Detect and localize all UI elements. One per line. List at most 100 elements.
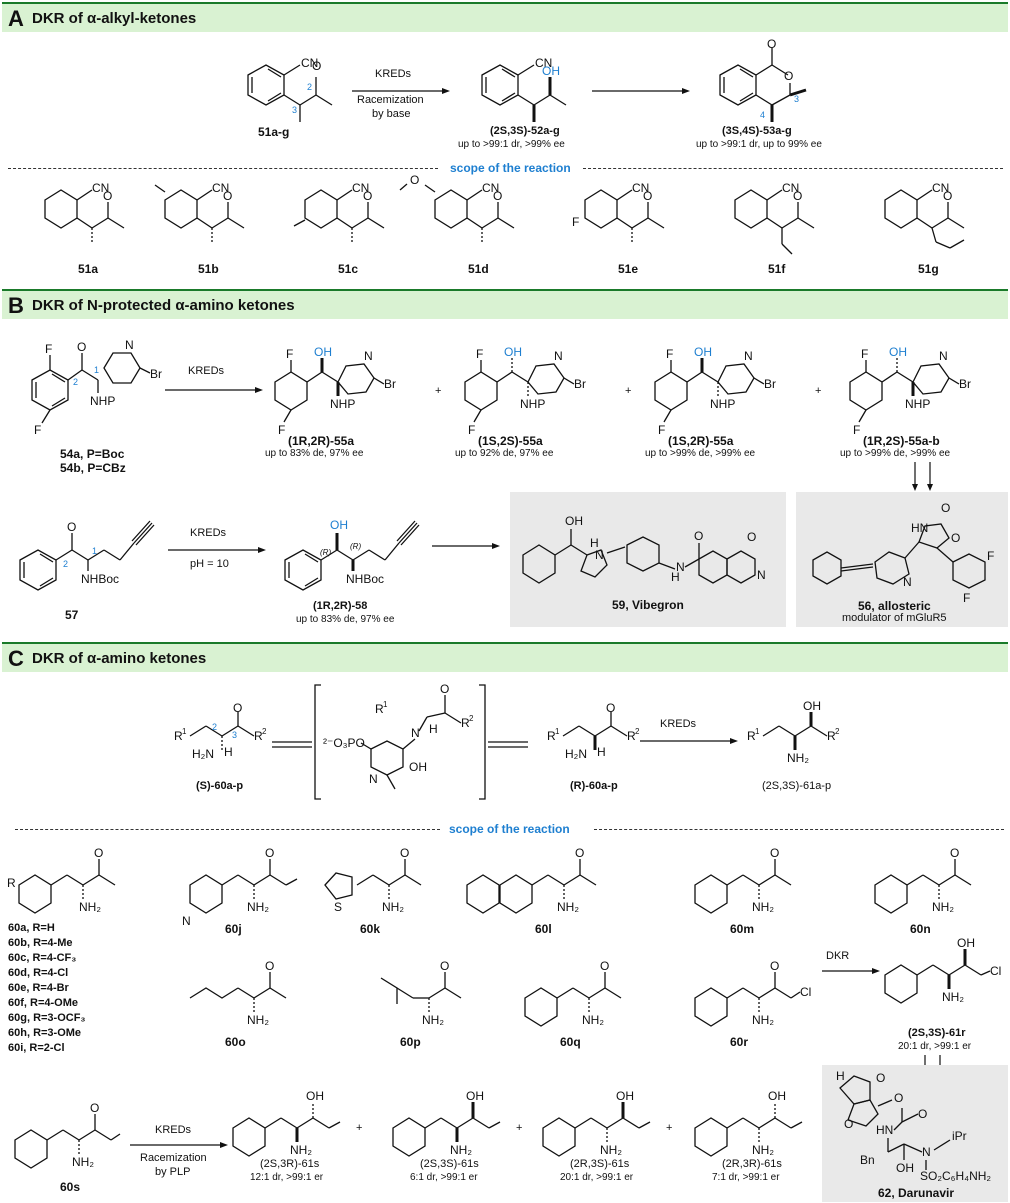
label-61r: (2S,3S)-61r	[908, 1027, 966, 1039]
structure-51c: CNO	[293, 181, 385, 242]
svg-text:O: O	[643, 189, 652, 203]
label-60l: 60l	[535, 922, 552, 936]
svg-text:NHBoc: NHBoc	[346, 572, 384, 586]
svg-text:R: R	[174, 729, 183, 743]
structure-59: OH HN HN O ON	[522, 514, 766, 584]
svg-text:O: O	[94, 846, 103, 860]
svg-text:NH₂: NH₂	[582, 1013, 604, 1027]
svg-text:NH₂: NH₂	[752, 1143, 774, 1157]
svg-text:HN: HN	[911, 521, 928, 535]
svg-text:OH: OH	[466, 1089, 484, 1103]
svg-text:3: 3	[292, 105, 297, 115]
svg-text:OH: OH	[803, 699, 821, 713]
svg-text:N: N	[364, 349, 373, 363]
svg-text:OH: OH	[957, 936, 975, 950]
svg-text:NH₂: NH₂	[752, 900, 774, 914]
label-62: 62, Darunavir	[878, 1186, 955, 1200]
note-53a-g: up to >99:1 dr, up to 99% ee	[696, 139, 822, 150]
reagent-c: KREDs	[660, 718, 697, 730]
svg-text:2: 2	[73, 377, 78, 387]
plus-b-2: +	[815, 385, 822, 397]
svg-text:N: N	[744, 349, 753, 363]
note-61s-2: 20:1 dr, >99:1 er	[560, 1172, 634, 1183]
svg-text:NHP: NHP	[90, 394, 115, 408]
svg-text:N: N	[125, 338, 134, 352]
svg-text:O: O	[767, 37, 776, 51]
svg-text:O: O	[793, 189, 802, 203]
label-51b: 51b	[198, 262, 219, 276]
svg-text:O: O	[77, 340, 86, 354]
section-a-banner: A DKR of α-alkyl-ketones	[2, 2, 1008, 32]
label-60-list-1: 60b, R=4-Me	[8, 937, 73, 949]
label-51a: 51a	[78, 262, 99, 276]
svg-text:HN: HN	[876, 1123, 893, 1137]
svg-text:4: 4	[760, 110, 765, 120]
reagent-c-s: KREDs	[155, 1124, 192, 1136]
note-61s-1: 6:1 dr, >99:1 er	[410, 1172, 478, 1183]
label-52a-g: (2S,3S)-52a-g	[490, 125, 560, 137]
section-a-title: DKR of α-alkyl-ketones	[32, 10, 197, 27]
phosphate-label: ²⁻O₃PO	[323, 736, 365, 750]
svg-text:2: 2	[63, 559, 68, 569]
svg-text:O: O	[943, 189, 952, 203]
label-56b: modulator of mGluR5	[842, 612, 947, 624]
label-60j: 60j	[225, 922, 242, 936]
svg-text:(R): (R)	[350, 542, 361, 551]
plus-s-0: +	[356, 1122, 363, 1134]
svg-text:O: O	[784, 69, 793, 83]
arrow-b2	[168, 547, 266, 553]
svg-text:OH: OH	[314, 345, 332, 359]
label-61s-3: (2R,3R)-61s	[722, 1158, 782, 1170]
divider-c-right	[594, 829, 1004, 830]
svg-text:O: O	[606, 701, 615, 715]
svg-text:N: N	[595, 548, 604, 562]
svg-text:H₂N: H₂N	[565, 747, 587, 761]
svg-text:O: O	[233, 701, 242, 715]
label-60n: 60n	[910, 922, 931, 936]
section-a-letter: A	[8, 6, 24, 31]
structure-60s: NH₂ O	[14, 1101, 121, 1169]
svg-text:NHP: NHP	[520, 397, 545, 411]
structure-61r: NH₂ OH Cl	[884, 936, 1001, 1004]
arrow-a2	[592, 88, 690, 94]
structure-54: F F O NHP NBr 21	[31, 338, 162, 437]
divider-a-left	[8, 168, 438, 169]
svg-text:CN: CN	[632, 181, 649, 195]
svg-text:OH: OH	[896, 1161, 914, 1175]
reagent-b: KREDs	[188, 365, 225, 377]
svg-text:R: R	[627, 729, 636, 743]
svg-text:NH₂: NH₂	[247, 900, 269, 914]
svg-text:NH₂: NH₂	[72, 1155, 94, 1169]
label-60-list-8: 60i, R=2-Cl	[8, 1042, 65, 1054]
svg-text:Br: Br	[574, 377, 586, 391]
label-dkr: DKR	[826, 950, 850, 962]
divider-a-right	[583, 168, 1003, 169]
svg-text:F: F	[286, 347, 293, 361]
label-60k: 60k	[360, 922, 381, 936]
svg-text:O: O	[876, 1071, 885, 1085]
label-55-3: (1R,2S)-55a-b	[863, 434, 940, 448]
svg-text:CN: CN	[535, 56, 552, 70]
label-53a-g: (3S,4S)-53a-g	[722, 125, 792, 137]
note-52a-g: up to >99:1 dr, >99% ee	[458, 139, 565, 150]
structure-58: OH NHBoc (R)(R)	[284, 518, 420, 591]
equilibrium-1	[272, 741, 312, 748]
cond-c-s2: by PLP	[155, 1166, 191, 1178]
svg-text:CN: CN	[932, 181, 949, 195]
svg-text:OH: OH	[694, 345, 712, 359]
svg-text:O: O	[67, 520, 76, 534]
svg-text:O: O	[894, 1091, 903, 1105]
structure-51a-g: CN O 23	[247, 56, 333, 122]
svg-text:1: 1	[182, 727, 187, 736]
